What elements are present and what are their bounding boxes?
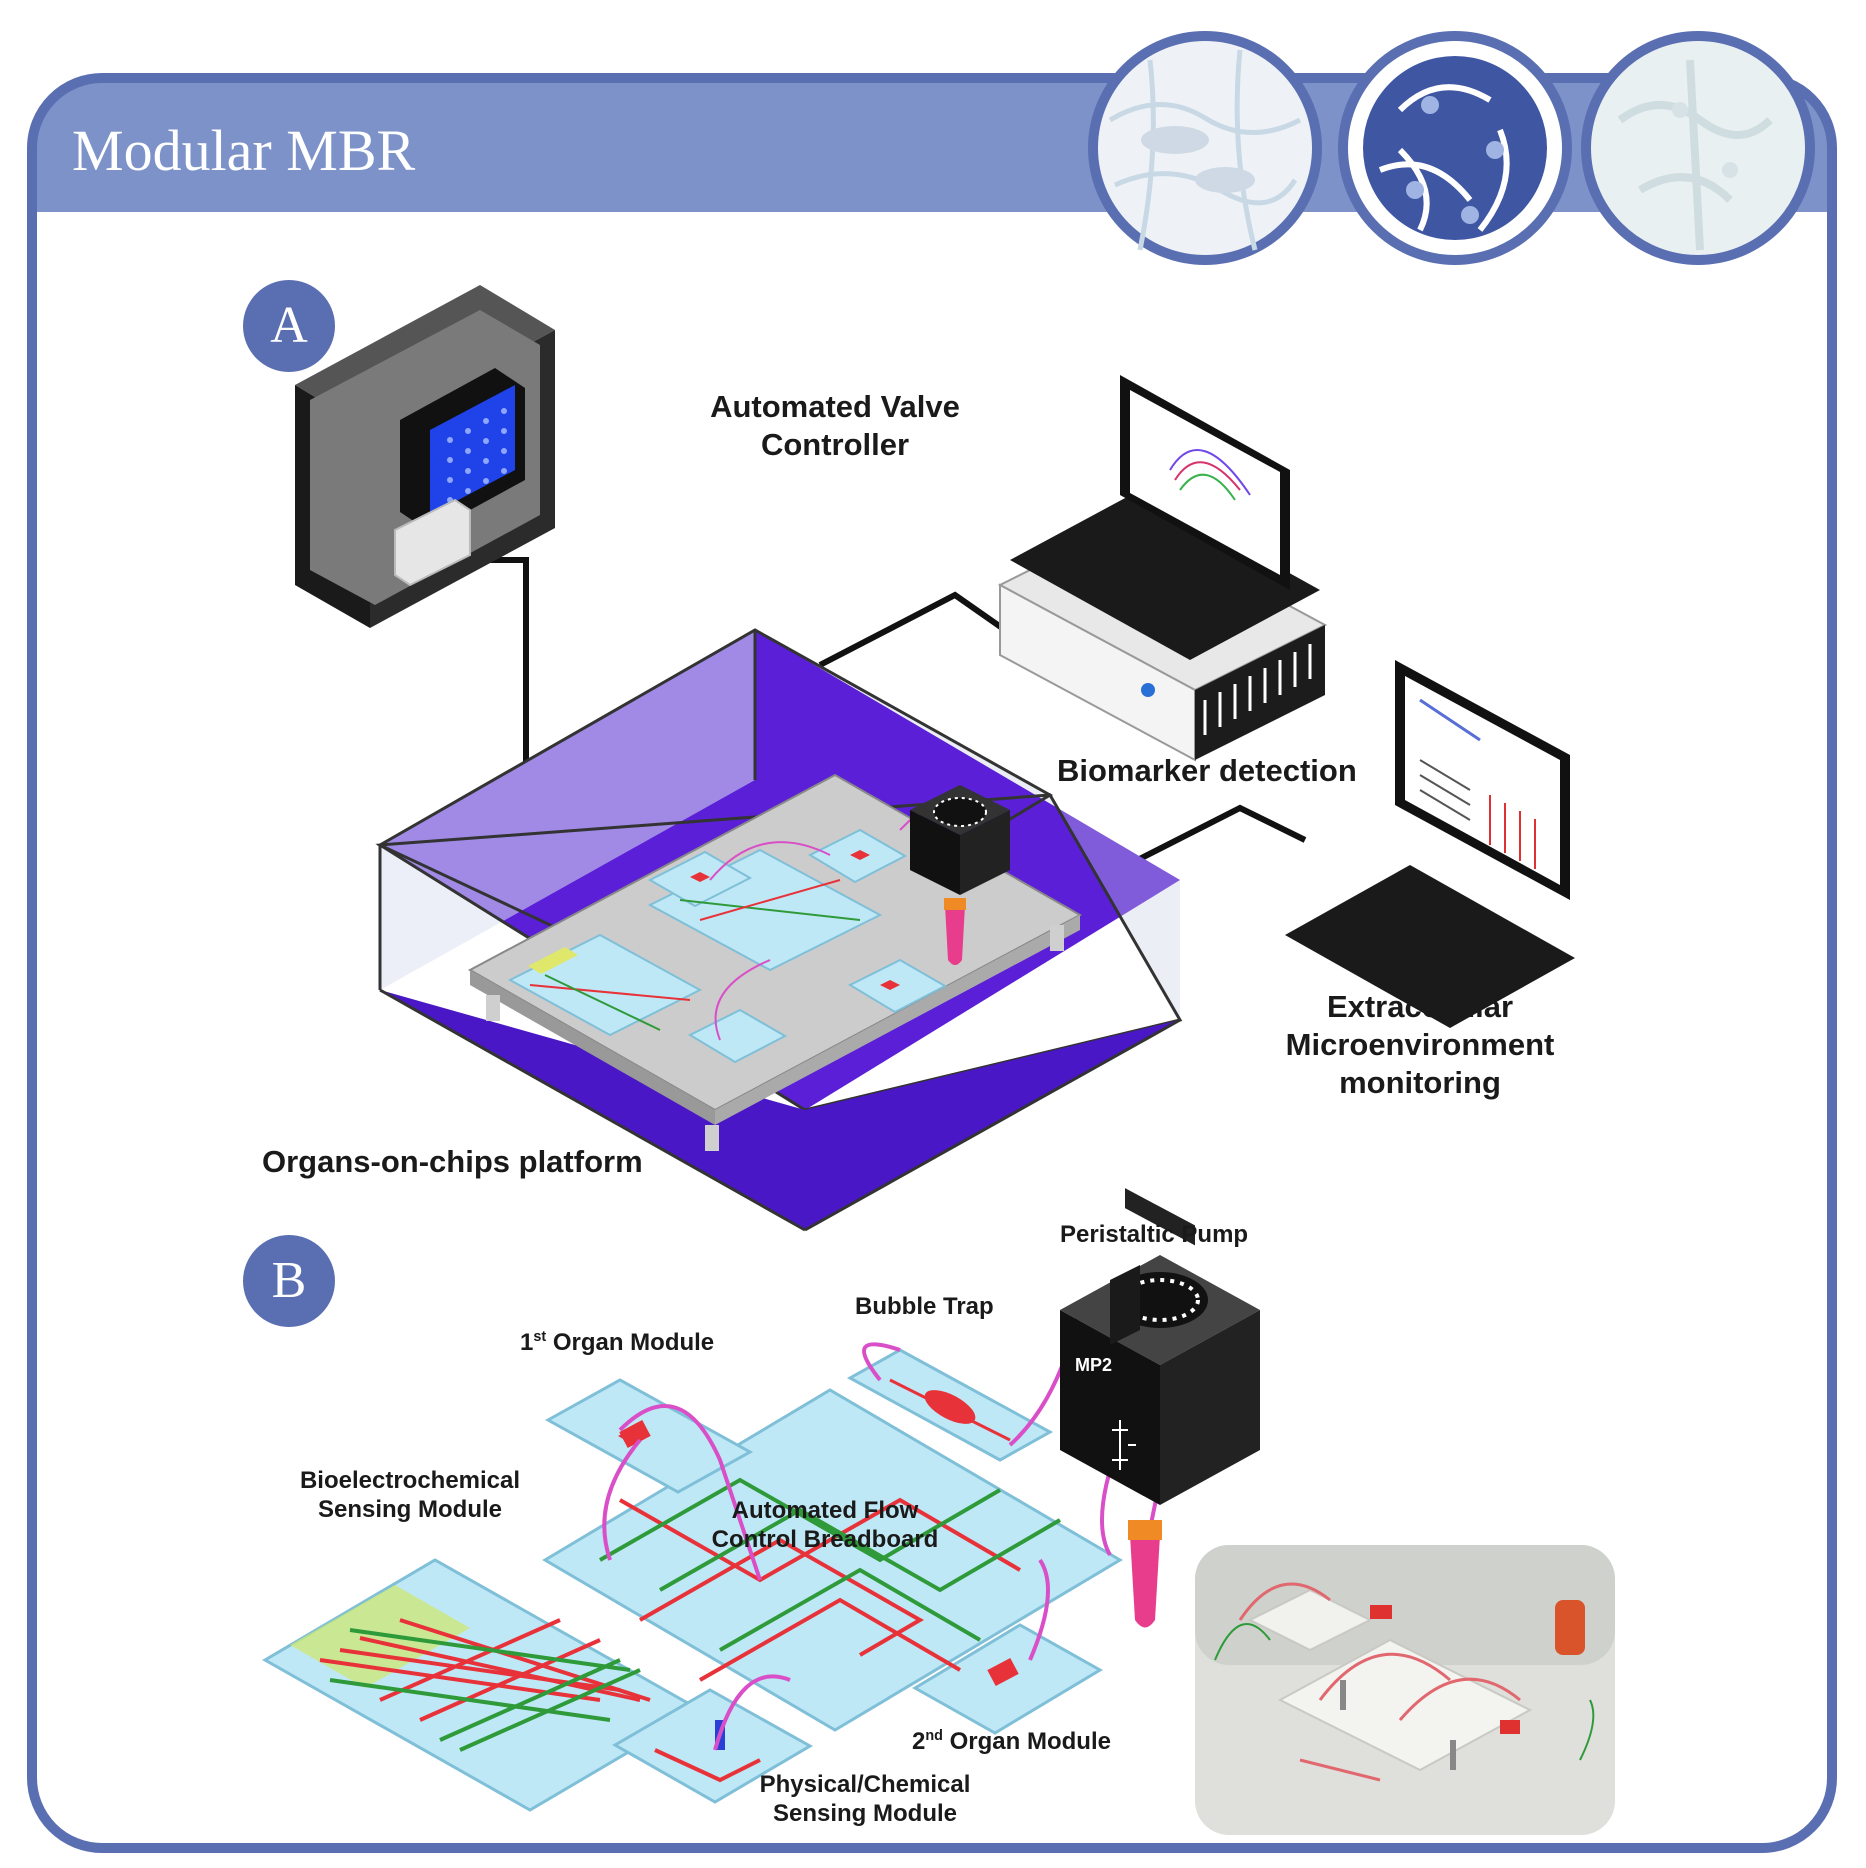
extracellular-label-line: monitoring — [1339, 1064, 1501, 1100]
organ2-label: 2nd Organ Module — [912, 1727, 1111, 1756]
electrochemical-workstation — [997, 375, 1328, 1246]
valve-controller-label: Automated Valve Controller — [670, 388, 1000, 464]
breadboard-channels — [599, 1477, 1062, 1682]
peristaltic-pump-small — [910, 785, 1010, 965]
card-frame — [27, 73, 1837, 1853]
physchem-label: Physical/Chemical Sensing Module — [735, 1770, 995, 1829]
breadboard-label-line: Automated Flow — [731, 1497, 919, 1524]
breadboard-label: Automated Flow Control Breadboard — [690, 1496, 960, 1555]
cell-icon-scaffold — [1088, 31, 1322, 265]
organ1-label-number: 1 — [520, 1329, 534, 1356]
bioelectro-label-line: Sensing Module — [317, 1496, 502, 1524]
organ1-label: 1st Organ Module — [520, 1328, 714, 1357]
peristaltic-pump — [1060, 1255, 1260, 1628]
platform-label: Organs-on-chips platform — [262, 1144, 643, 1179]
valve-controller-label-line: Automated Valve — [710, 389, 960, 424]
valve-controller-device — [295, 285, 555, 628]
bioelectrochemical-sensing-module — [261, 1558, 704, 1812]
bubble-trap-label: Bubble Trap — [855, 1293, 994, 1320]
cell-icon-epithelial — [1581, 31, 1815, 265]
biomarker-label: Biomarker detection — [1057, 753, 1357, 788]
pump-model-text: MP2 — [1075, 1355, 1113, 1375]
pump-label: Peristaltic Pump — [1060, 1221, 1249, 1248]
bioelectro-label-line: Bioelectrochemical — [299, 1467, 521, 1494]
extracellular-label-line: Extracellular — [1326, 989, 1514, 1024]
monitoring-laptop — [1285, 660, 1575, 1028]
organ2-label-text: Organ Module — [942, 1728, 1111, 1755]
first-organ-module — [544, 1378, 754, 1494]
panel-b-badge: B — [243, 1235, 335, 1327]
extracellular-label: Extracellular Microenvironment monitorin… — [1270, 988, 1570, 1101]
panel-a-badge: A — [243, 280, 335, 372]
organ1-label-suffix: st — [533, 1329, 547, 1345]
extracellular-label-line: Microenvironment — [1285, 1026, 1555, 1062]
bioelectro-label: Bioelectrochemical Sensing Module — [280, 1466, 540, 1525]
valve-controller-label-line: Controller — [760, 426, 910, 462]
cell-icon-dense — [1338, 31, 1572, 265]
organ2-label-number: 2 — [912, 1728, 926, 1755]
physchem-label-line: Physical/Chemical — [759, 1771, 971, 1798]
header-title: Modular MBR — [72, 118, 416, 183]
breadboard-label-line: Control Breadboard — [711, 1526, 939, 1554]
physchem-label-line: Sensing Module — [772, 1800, 957, 1828]
second-organ-module — [912, 1623, 1103, 1735]
organ1-label-text: Organ Module — [546, 1329, 715, 1356]
organ2-label-suffix: nd — [925, 1728, 943, 1744]
bubble-trap-module — [846, 1348, 1054, 1462]
device-photo — [1195, 1545, 1615, 1835]
